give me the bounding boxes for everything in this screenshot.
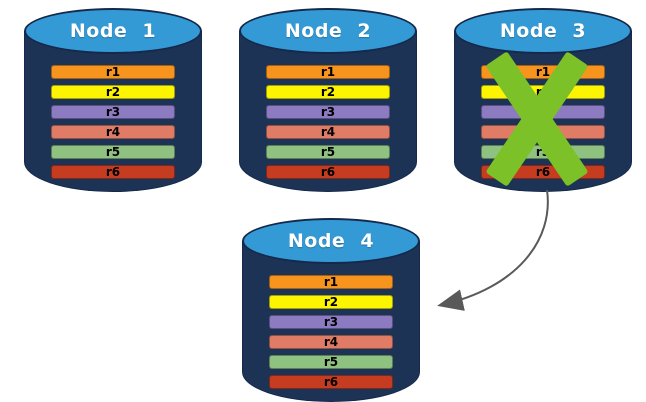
node-2-title: Node 2 bbox=[284, 20, 372, 42]
node-1-record-r5: r5 bbox=[51, 145, 175, 159]
node-4-title: Node 4 bbox=[287, 230, 375, 252]
node-2-record-r2: r2 bbox=[266, 85, 390, 99]
node-4: Node 4 r1 r2 r3 r4 r5 r6 bbox=[242, 218, 420, 402]
node-4-record-r3: r3 bbox=[269, 315, 393, 329]
node-1-record-r1: r1 bbox=[51, 65, 175, 79]
failover-arrow-path bbox=[437, 189, 549, 311]
node-2-cylinder-top: Node 2 bbox=[239, 8, 417, 54]
node-4-record-r5: r5 bbox=[269, 355, 393, 369]
node-3-title: Node 3 bbox=[499, 20, 587, 42]
node-4-cylinder-top: Node 4 bbox=[242, 218, 420, 264]
node-2-record-r3: r3 bbox=[266, 105, 390, 119]
node-1: Node 1 r1 r2 r3 r4 r5 r6 bbox=[24, 8, 202, 192]
node-1-record-r4: r4 bbox=[51, 125, 175, 139]
node-2-record-r1: r1 bbox=[266, 65, 390, 79]
node-3-cylinder-top: Node 3 bbox=[454, 8, 632, 54]
node-2-record-r5: r5 bbox=[266, 145, 390, 159]
node-4-record-r4: r4 bbox=[269, 335, 393, 349]
node-1-record-r6: r6 bbox=[51, 165, 175, 179]
node-4-records: r1 r2 r3 r4 r5 r6 bbox=[242, 275, 420, 395]
node-1-record-r3: r3 bbox=[51, 105, 175, 119]
node-2-record-r4: r4 bbox=[266, 125, 390, 139]
node-1-records: r1 r2 r3 r4 r5 r6 bbox=[24, 65, 202, 185]
node-1-record-r2: r2 bbox=[51, 85, 175, 99]
node-2-record-r6: r6 bbox=[266, 165, 390, 179]
failure-x-icon bbox=[485, 50, 589, 187]
node-4-record-r1: r1 bbox=[269, 275, 393, 289]
node-1-cylinder-top: Node 1 bbox=[24, 8, 202, 54]
node-1-title: Node 1 bbox=[69, 20, 157, 42]
node-4-record-r2: r2 bbox=[269, 295, 393, 309]
node-4-record-r6: r6 bbox=[269, 375, 393, 389]
node-2-records: r1 r2 r3 r4 r5 r6 bbox=[239, 65, 417, 185]
node-2: Node 2 r1 r2 r3 r4 r5 r6 bbox=[239, 8, 417, 192]
